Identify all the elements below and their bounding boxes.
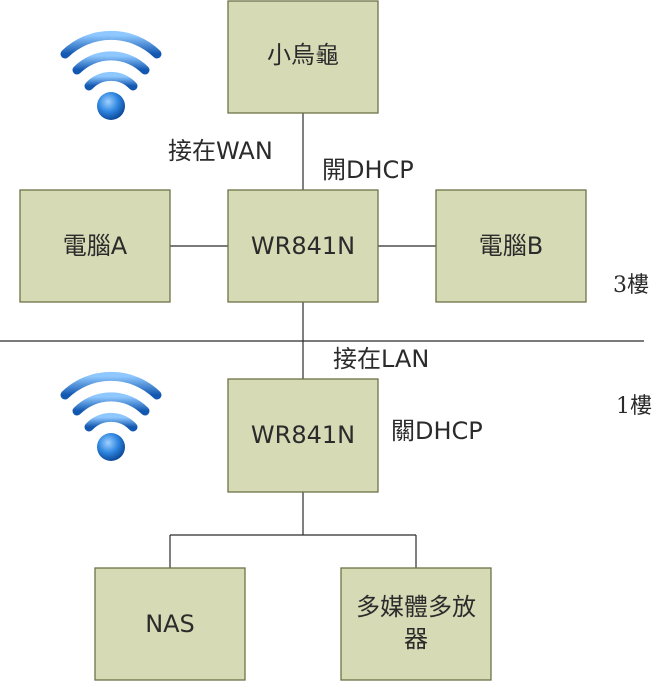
wan-label: 接在WAN — [168, 137, 273, 165]
nodes — [19, 0, 587, 681]
floor-upper-label: 3樓 — [613, 273, 649, 298]
media-player-label-line1: 多媒體多放 — [356, 593, 476, 621]
dhcp-on-label: 開DHCP — [322, 156, 414, 184]
modem-label: 小烏龜 — [267, 41, 339, 69]
nas-label: NAS — [145, 610, 195, 638]
nas-box — [94, 567, 246, 681]
modem-box — [227, 0, 379, 114]
connectors — [169, 113, 436, 568]
pc-b-label: 電腦B — [479, 232, 543, 260]
media-player-label-line2: 器 — [404, 625, 428, 653]
floor-lower-label: 1樓 — [616, 394, 652, 419]
wifi-icon — [60, 371, 162, 461]
lan-label: 接在LAN — [333, 345, 429, 373]
router-top-box — [227, 189, 379, 303]
dhcp-off-label: 關DHCP — [391, 417, 483, 445]
router-top-label: WR841N — [251, 232, 355, 260]
media-player-box — [340, 567, 492, 681]
router-bottom-box — [227, 378, 379, 493]
pc-a-label: 電腦A — [63, 232, 128, 260]
pc-b-box — [435, 189, 587, 303]
wifi-icon — [60, 30, 162, 120]
router-bottom-label: WR841N — [251, 421, 355, 449]
pc-a-box — [19, 189, 171, 303]
